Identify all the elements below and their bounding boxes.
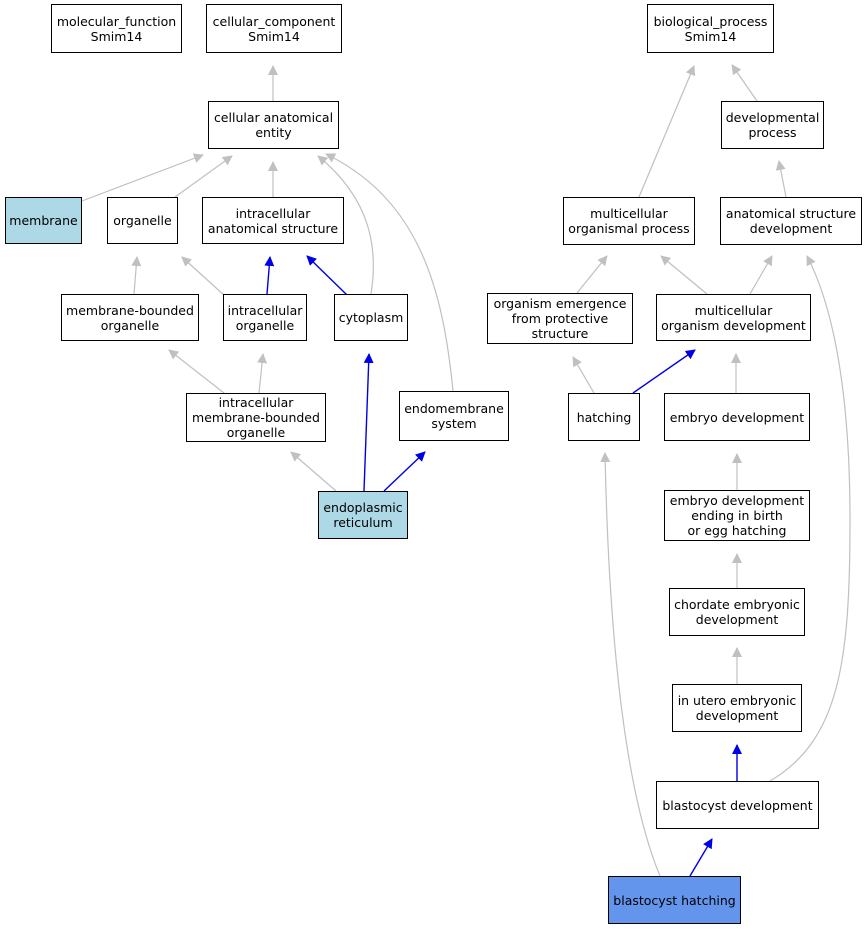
node-cellular-component[interactable]: cellular_component Smim14 xyxy=(206,4,342,53)
edge-hatching-to-multicellular-organism-development xyxy=(632,349,696,394)
node-membrane-bounded-organelle[interactable]: membrane-bounded organelle xyxy=(61,294,199,341)
edge-multicellular-organism-development-to-anatomical-structure-development xyxy=(749,255,773,295)
node-intracellular-anatomical-structure[interactable]: intracellular anatomical structure xyxy=(202,197,344,244)
edge-anatomical-structure-development-to-developmental-process xyxy=(775,160,787,198)
edge-endoplasmic-reticulum-to-endomembrane-system xyxy=(383,451,426,492)
edge-membrane-bounded-organelle-to-organelle xyxy=(131,256,142,295)
node-cellular-anatomical-entity[interactable]: cellular anatomical entity xyxy=(208,101,339,149)
node-organelle[interactable]: organelle xyxy=(107,197,178,244)
node-multicellular-organism-development[interactable]: multicellular organism development xyxy=(656,294,811,341)
node-cytoplasm[interactable]: cytoplasm xyxy=(334,294,408,341)
node-organism-emergence[interactable]: organism emergence from protective struc… xyxy=(487,293,633,344)
edge-membrane-to-cellular-anatomical-entity xyxy=(81,153,204,202)
node-multicellular-organismal-process[interactable]: multicellular organismal process xyxy=(563,197,695,245)
edge-endoplasmic-reticulum-to-intracellular-membrane-bounded-organelle xyxy=(290,451,337,492)
edge-multicellular-organism-development-to-multicellular-organismal-process xyxy=(660,255,708,295)
edge-multicellular-organismal-process-to-biological-process xyxy=(638,65,696,198)
node-blastocyst-hatching[interactable]: blastocyst hatching xyxy=(608,876,741,924)
node-endoplasmic-reticulum[interactable]: endoplasmic reticulum xyxy=(318,491,408,539)
edge-endoplasmic-reticulum-to-cytoplasm xyxy=(363,353,374,492)
node-biological-process[interactable]: biological_process Smim14 xyxy=(647,4,774,53)
edge-blastocyst-development-to-anatomical-structure-development xyxy=(769,255,851,782)
node-in-utero-embryonic-development[interactable]: in utero embryonic development xyxy=(672,684,802,732)
edge-cytoplasm-to-intracellular-anatomical-structure xyxy=(306,255,348,296)
node-hatching[interactable]: hatching xyxy=(568,393,640,441)
node-embryo-development[interactable]: embryo development xyxy=(664,393,810,441)
edge-hatching-to-organism-emergence xyxy=(572,356,595,394)
node-intracellular-membrane-bounded-organelle[interactable]: intracellular membrane-bounded organelle xyxy=(186,393,326,442)
edge-blastocyst-hatching-to-hatching xyxy=(600,452,661,877)
edge-blastocyst-hatching-to-blastocyst-development xyxy=(689,838,713,877)
node-embryo-development-ending[interactable]: embryo development ending in birth or eg… xyxy=(664,490,810,541)
node-chordate-embryonic-development[interactable]: chordate embryonic development xyxy=(669,588,805,636)
edge-cytoplasm-to-cellular-anatomical-entity xyxy=(317,155,374,295)
node-molecular-function[interactable]: molecular_function Smim14 xyxy=(51,4,182,53)
edge-intracellular-membrane-bounded-organelle-to-intracellular-organelle xyxy=(257,353,268,394)
node-endomembrane-system[interactable]: endomembrane system xyxy=(399,391,509,441)
edge-intracellular-membrane-bounded-organelle-to-membrane-bounded-organelle xyxy=(168,349,225,394)
node-anatomical-structure-development[interactable]: anatomical structure development xyxy=(720,197,862,245)
edge-intracellular-organelle-to-intracellular-anatomical-structure xyxy=(264,256,275,295)
node-intracellular-organelle[interactable]: intracellular organelle xyxy=(223,294,307,341)
edge-organelle-to-cellular-anatomical-entity xyxy=(174,155,233,198)
node-developmental-process[interactable]: developmental process xyxy=(721,101,824,149)
edge-developmental-process-to-biological-process xyxy=(731,64,758,102)
edge-organism-emergence-to-multicellular-organismal-process xyxy=(576,255,608,294)
node-membrane[interactable]: membrane xyxy=(5,197,82,244)
node-blastocyst-development[interactable]: blastocyst development xyxy=(656,781,819,829)
edge-intracellular-organelle-to-organelle xyxy=(181,256,226,297)
edge-endomembrane-system-to-cellular-anatomical-entity xyxy=(325,153,454,392)
